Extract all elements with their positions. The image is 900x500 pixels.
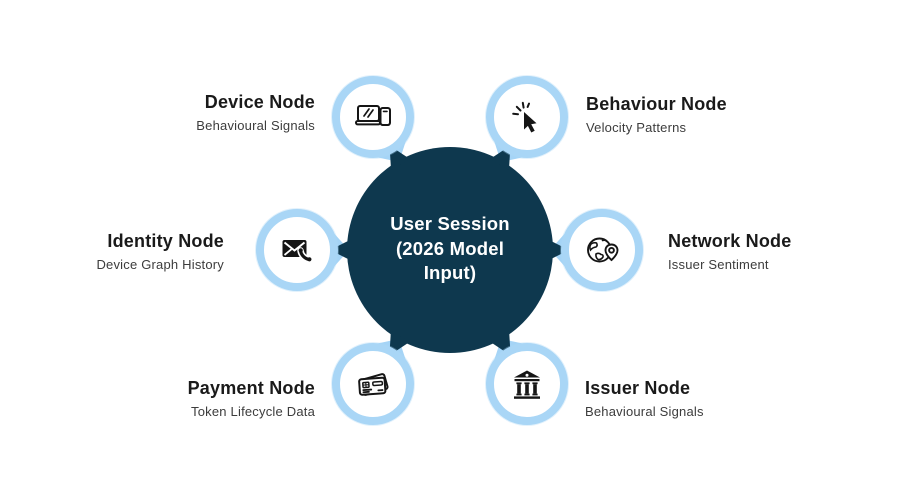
label-payment: Payment Node Token Lifecycle Data (188, 377, 315, 419)
credit-cards-icon (358, 373, 389, 396)
node-circle-payment (332, 343, 414, 425)
payment-node-title: Payment Node (187, 378, 315, 398)
issuer-node-title: Issuer Node (585, 378, 691, 398)
label-identity: Identity Node Device Graph History (96, 230, 224, 272)
node-circle-issuer (486, 343, 568, 425)
center-label-line3: Input) (423, 262, 477, 283)
identity-node-subtitle: Device Graph History (96, 257, 224, 272)
laptop-phone-icon (355, 105, 391, 126)
network-node-title: Network Node (668, 231, 792, 251)
network-node-subtitle: Issuer Sentiment (668, 257, 769, 272)
label-behaviour: Behaviour Node Velocity Patterns (586, 93, 727, 135)
label-issuer: Issuer Node Behavioural Signals (585, 377, 704, 419)
node-circle-behaviour (486, 76, 568, 158)
device-node-subtitle: Behavioural Signals (196, 118, 315, 133)
arrow-network (547, 239, 569, 261)
node-circle-identity (256, 209, 338, 291)
globe-pin-icon (587, 237, 619, 263)
label-device: Device Node Behavioural Signals (196, 91, 315, 133)
device-node-title: Device Node (204, 92, 315, 112)
node-circle-network (561, 209, 643, 291)
bank-icon (514, 370, 540, 399)
identity-node-title: Identity Node (107, 231, 224, 251)
center-circle (347, 147, 553, 353)
behaviour-node-subtitle: Velocity Patterns (586, 120, 687, 135)
arrow-identity (330, 239, 352, 261)
center-label-line2: (2026 Model (395, 237, 505, 259)
behaviour-node-title: Behaviour Node (586, 94, 727, 114)
issuer-node-subtitle: Behavioural Signals (585, 404, 704, 419)
mail-phone-icon (282, 240, 313, 263)
center-label: User Session (2026 Model Input) (350, 212, 550, 286)
payment-node-subtitle: Token Lifecycle Data (191, 404, 315, 419)
label-network: Network Node Issuer Sentiment (668, 230, 791, 272)
center-label-line1: User Session (390, 213, 510, 234)
cursor-click-icon (512, 101, 537, 133)
node-circle-device (332, 76, 414, 158)
